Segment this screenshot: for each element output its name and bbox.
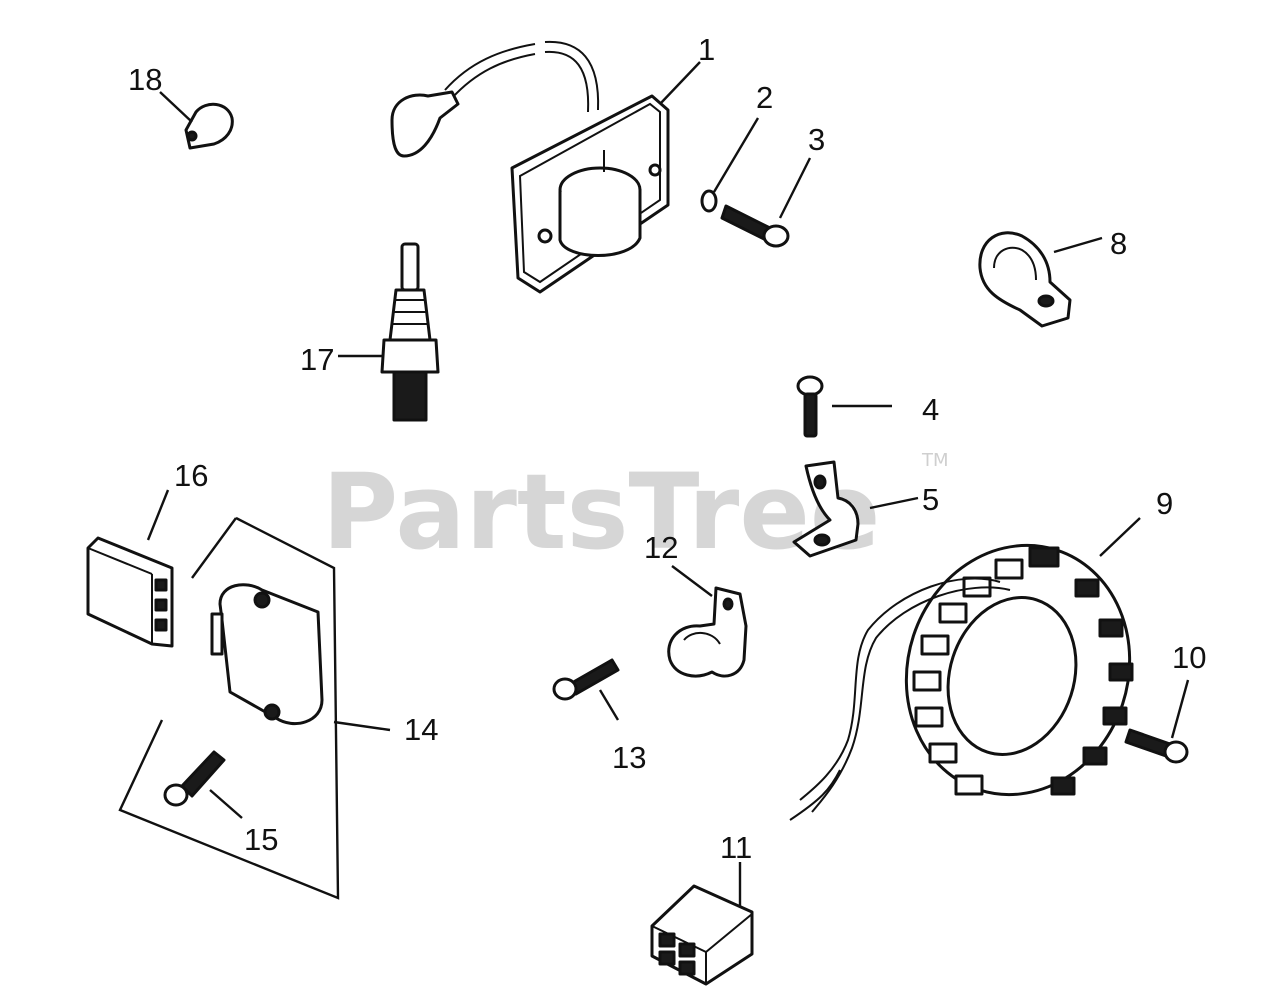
rectifier-connector-part[interactable] (86, 536, 174, 648)
callout-4: 4 (922, 392, 939, 427)
spark-plug-part[interactable] (380, 242, 440, 422)
callout-14: 14 (404, 712, 438, 747)
watermark: PartsTree (322, 451, 880, 573)
callout-2: 2 (756, 80, 773, 115)
callout-10: 10 (1172, 640, 1206, 675)
callout-15: 15 (244, 822, 278, 857)
callout-16: 16 (174, 458, 208, 493)
ignition-coil-part[interactable] (390, 40, 670, 294)
leader-14 (333, 720, 391, 732)
callout-9: 9 (1156, 486, 1173, 521)
callout-12: 12 (644, 530, 678, 565)
callout-18: 18 (128, 62, 162, 97)
leader-10 (1170, 679, 1190, 739)
watermark-trademark: TM (921, 450, 949, 471)
stator-screw-part[interactable] (1124, 728, 1189, 764)
callout-3: 3 (808, 122, 825, 157)
regulator-screw-part[interactable] (163, 750, 226, 807)
callout-1: 1 (698, 32, 715, 67)
leader-12 (671, 565, 713, 597)
callout-8: 8 (1110, 226, 1127, 261)
leader-16 (146, 489, 170, 541)
bracket-part[interactable] (792, 460, 860, 558)
leader-8 (1053, 236, 1103, 254)
large-clamp-part[interactable] (978, 231, 1072, 328)
voltage-regulator-part[interactable] (118, 516, 340, 900)
wire-clamp-part[interactable] (667, 586, 748, 678)
leader-9 (1099, 517, 1141, 557)
leader-13 (598, 689, 620, 721)
callout-17: 17 (300, 342, 334, 377)
washer-part[interactable] (700, 189, 718, 213)
leader-18 (159, 91, 193, 123)
stator-part[interactable] (789, 516, 1162, 824)
small-clamp-part[interactable] (184, 102, 234, 150)
leader-5 (869, 496, 919, 510)
flange-bolt-part[interactable] (796, 375, 824, 438)
callout-11: 11 (720, 830, 752, 865)
callout-13: 13 (612, 740, 646, 775)
leader-1 (659, 61, 701, 105)
stator-plug-part[interactable] (650, 884, 754, 986)
leader-3 (778, 157, 812, 219)
coil-bolt-part[interactable] (720, 204, 790, 248)
leader-15 (209, 789, 243, 819)
callout-5: 5 (922, 482, 939, 517)
clamp-screw-part[interactable] (552, 658, 620, 701)
leader-2 (712, 117, 760, 193)
